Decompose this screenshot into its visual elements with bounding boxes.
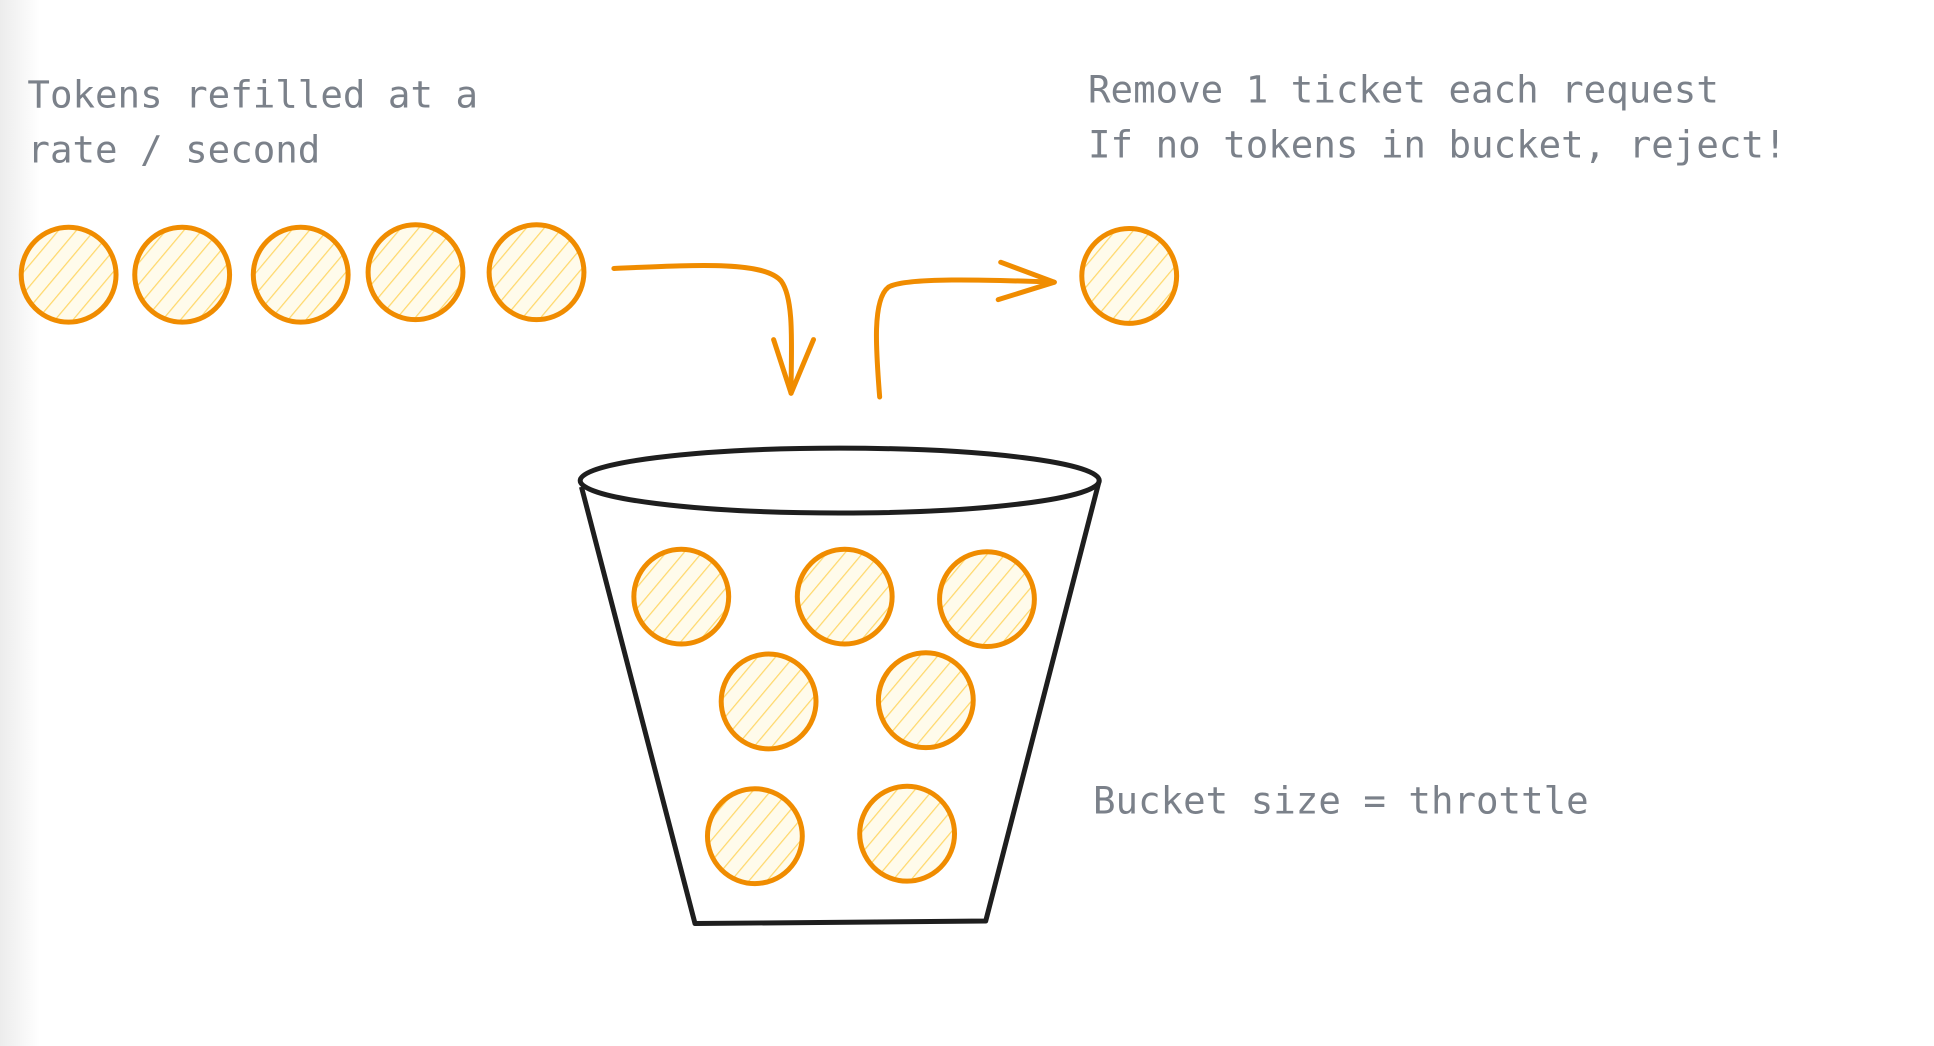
bucket-tokens: [631, 546, 1037, 887]
token: [875, 650, 976, 751]
token: [718, 651, 819, 752]
arrow-out-of-bucket: [873, 259, 1057, 400]
token: [704, 786, 805, 887]
remove-label-line1: Remove 1 ticket each request: [1088, 68, 1719, 112]
removed-token: [1079, 226, 1180, 326]
token: [18, 224, 119, 325]
token: [794, 546, 895, 647]
refill-label-line2: rate / second: [27, 127, 320, 171]
arrow-into-bucket: [611, 263, 817, 396]
token: [486, 222, 587, 323]
token: [365, 222, 466, 323]
incoming-tokens: [18, 222, 587, 325]
token: [132, 224, 233, 325]
token: [631, 546, 732, 647]
remove-label-line2: If no tokens in bucket, reject!: [1088, 122, 1786, 166]
token: [250, 224, 351, 325]
canvas-left-edge: [0, 0, 40, 1046]
token: [937, 549, 1037, 650]
token: [857, 783, 958, 884]
refill-label-line1: Tokens refilled at a: [27, 73, 478, 117]
bucket-size-label: Bucket size = throttle: [1093, 779, 1589, 823]
bucket: [577, 445, 1102, 927]
